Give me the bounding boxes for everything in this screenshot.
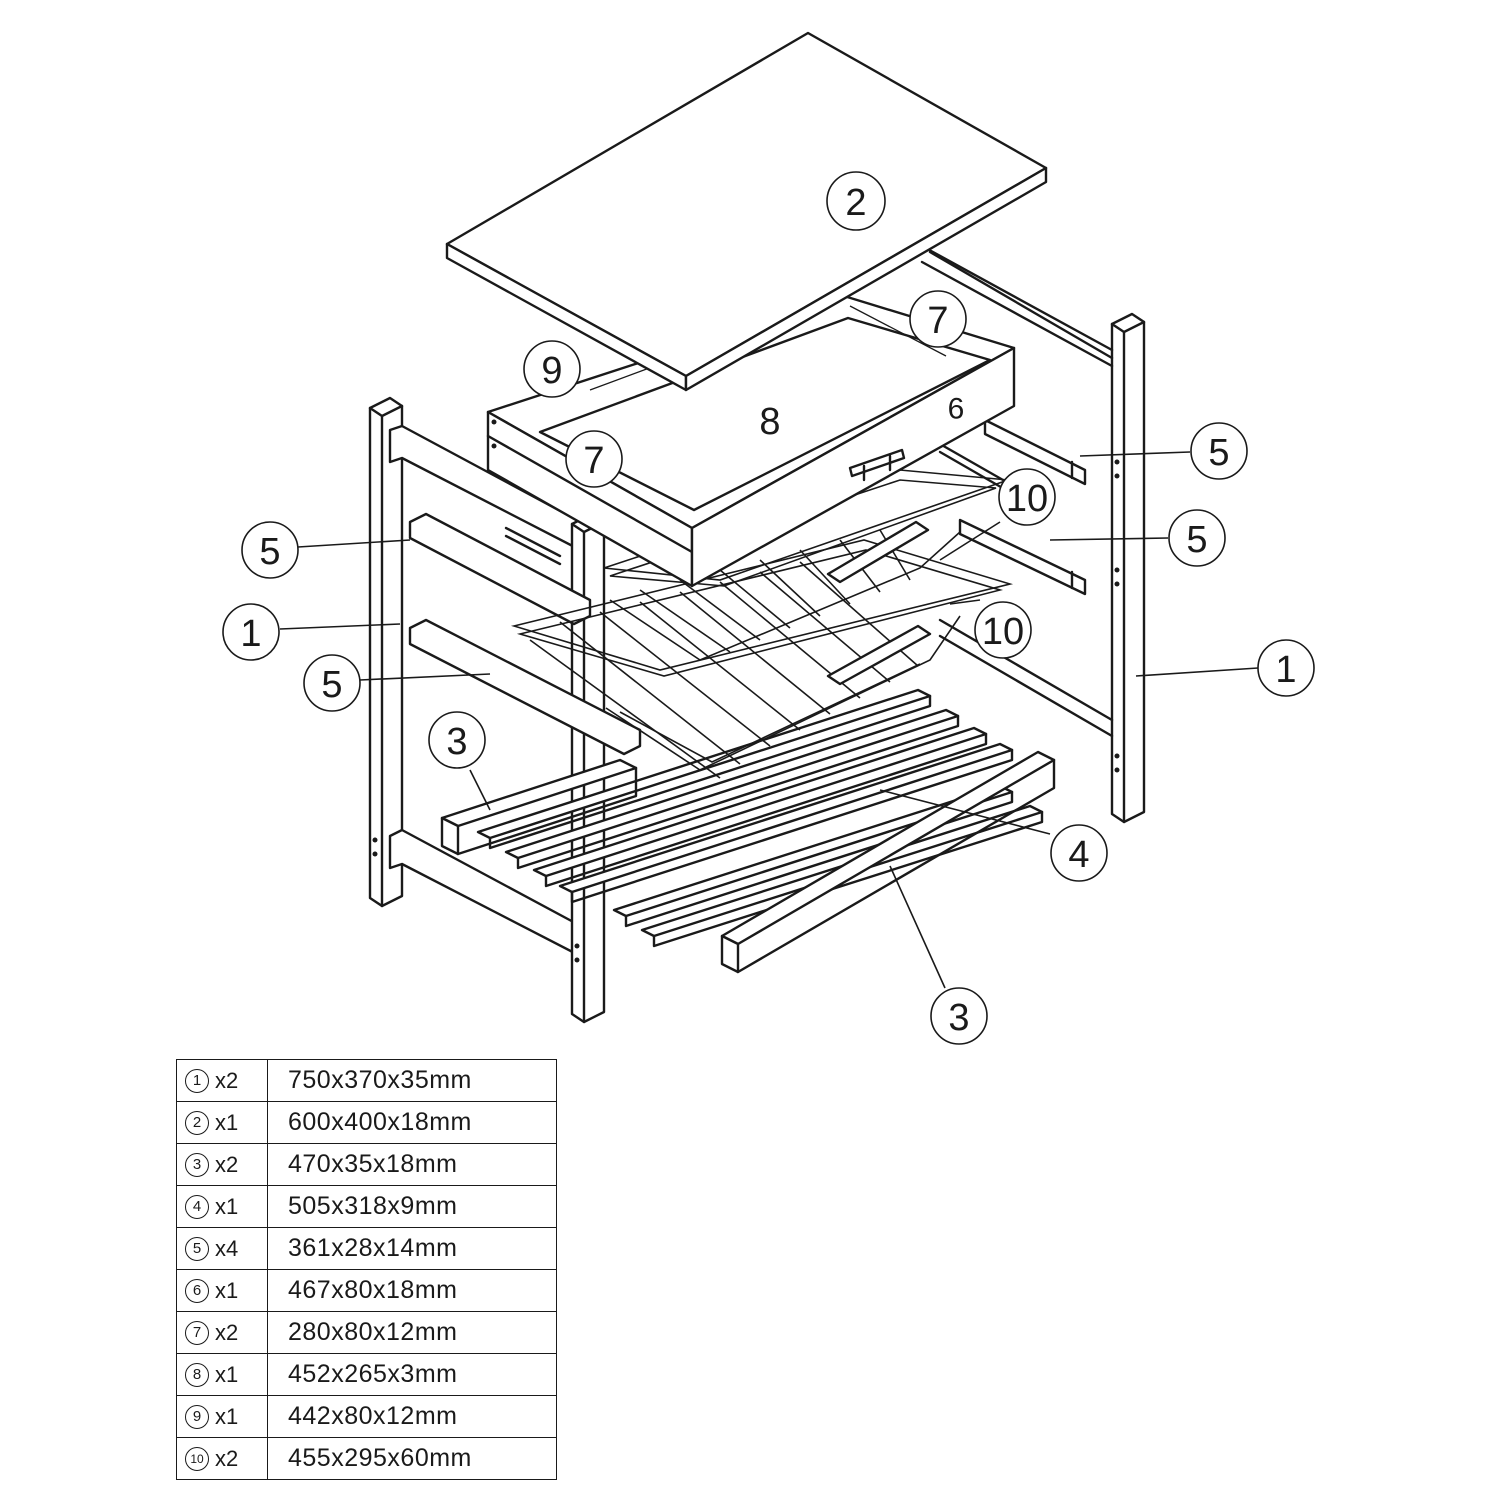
left-side-frame bbox=[368, 396, 606, 1024]
svg-text:10: 10 bbox=[982, 611, 1024, 653]
callout-8: 8 bbox=[745, 395, 795, 445]
part-number: 7 bbox=[185, 1321, 209, 1346]
bottom-slats bbox=[476, 688, 1044, 948]
svg-text:3: 3 bbox=[446, 721, 467, 763]
callout-9: 9 bbox=[523, 340, 581, 398]
left-rails bbox=[408, 512, 642, 756]
right-side-frame bbox=[920, 244, 1146, 824]
right-rails bbox=[938, 418, 1087, 596]
part-dimensions: 455x295x60mm bbox=[267, 1437, 557, 1480]
callout-7-top: 7 bbox=[909, 290, 967, 348]
callout-6: 6 bbox=[948, 393, 965, 426]
svg-text:1: 1 bbox=[1275, 649, 1296, 691]
callout-10-upper: 10 bbox=[998, 468, 1056, 526]
part-number: 5 bbox=[185, 1237, 209, 1262]
part-number: 9 bbox=[185, 1405, 209, 1430]
part-dimensions: 467x80x18mm bbox=[267, 1269, 557, 1312]
part-number: 10 bbox=[185, 1447, 209, 1472]
part-qty: x2 bbox=[215, 1320, 239, 1346]
part-dimensions: 470x35x18mm bbox=[267, 1143, 557, 1186]
svg-text:3: 3 bbox=[948, 997, 969, 1039]
part-qty: x2 bbox=[215, 1068, 239, 1094]
svg-text:2: 2 bbox=[845, 182, 866, 224]
part-qty: x1 bbox=[215, 1362, 239, 1388]
part-dimensions: 442x80x12mm bbox=[267, 1395, 557, 1438]
part-dimensions: 452x265x3mm bbox=[267, 1353, 557, 1396]
callout-5-left-lower: 5 bbox=[303, 654, 361, 712]
part-dimensions: 280x80x12mm bbox=[267, 1311, 557, 1354]
part-qty: x4 bbox=[215, 1236, 239, 1262]
callout-1-right: 1 bbox=[1257, 639, 1315, 697]
part-number: 3 bbox=[185, 1153, 209, 1178]
svg-text:5: 5 bbox=[1208, 432, 1229, 474]
callout-7-front: 7 bbox=[565, 430, 623, 488]
callout-3-left: 3 bbox=[428, 711, 486, 769]
part-number: 1 bbox=[185, 1069, 209, 1094]
part-number: 8 bbox=[185, 1363, 209, 1388]
svg-text:1: 1 bbox=[240, 613, 261, 655]
svg-text:5: 5 bbox=[1186, 519, 1207, 561]
svg-text:4: 4 bbox=[1068, 834, 1089, 876]
svg-text:8: 8 bbox=[759, 401, 780, 443]
part-dimensions: 361x28x14mm bbox=[267, 1227, 557, 1270]
callout-5-right-upper: 5 bbox=[1190, 422, 1248, 480]
svg-text:7: 7 bbox=[583, 440, 604, 482]
svg-text:5: 5 bbox=[321, 664, 342, 706]
callout-2: 2 bbox=[826, 171, 886, 231]
part-qty: x1 bbox=[215, 1278, 239, 1304]
svg-text:7: 7 bbox=[927, 300, 948, 342]
part-number: 6 bbox=[185, 1279, 209, 1304]
callout-5-right-lower: 5 bbox=[1168, 509, 1226, 567]
part-number: 2 bbox=[185, 1111, 209, 1136]
part-number: 4 bbox=[185, 1195, 209, 1220]
callout-10-lower: 10 bbox=[974, 601, 1032, 659]
callout-1-left: 1 bbox=[222, 603, 280, 661]
part-dimensions: 505x318x9mm bbox=[267, 1185, 557, 1228]
exploded-assembly-diagram: 2 7 9 8 6 7 5 10 5 5 1 5 10 1 3 4 3 bbox=[222, 31, 1315, 1045]
callout-3-right: 3 bbox=[930, 987, 988, 1045]
callout-5-left-upper: 5 bbox=[241, 521, 299, 579]
wire-basket-lower bbox=[510, 539, 1014, 779]
svg-text:10: 10 bbox=[1006, 478, 1048, 520]
leader-lines bbox=[279, 451, 1259, 989]
svg-text:6: 6 bbox=[948, 393, 965, 426]
callout-4: 4 bbox=[1050, 824, 1108, 882]
svg-text:5: 5 bbox=[259, 531, 280, 573]
part-qty: x1 bbox=[215, 1110, 239, 1136]
table-top bbox=[445, 31, 1048, 392]
part-qty: x2 bbox=[215, 1152, 239, 1178]
part-qty: x2 bbox=[215, 1446, 239, 1472]
part-qty: x1 bbox=[215, 1404, 239, 1430]
svg-text:9: 9 bbox=[541, 350, 562, 392]
part-dimensions: 600x400x18mm bbox=[267, 1101, 557, 1144]
part-qty: x1 bbox=[215, 1194, 239, 1220]
part-dimensions: 750x370x35mm bbox=[267, 1059, 557, 1102]
